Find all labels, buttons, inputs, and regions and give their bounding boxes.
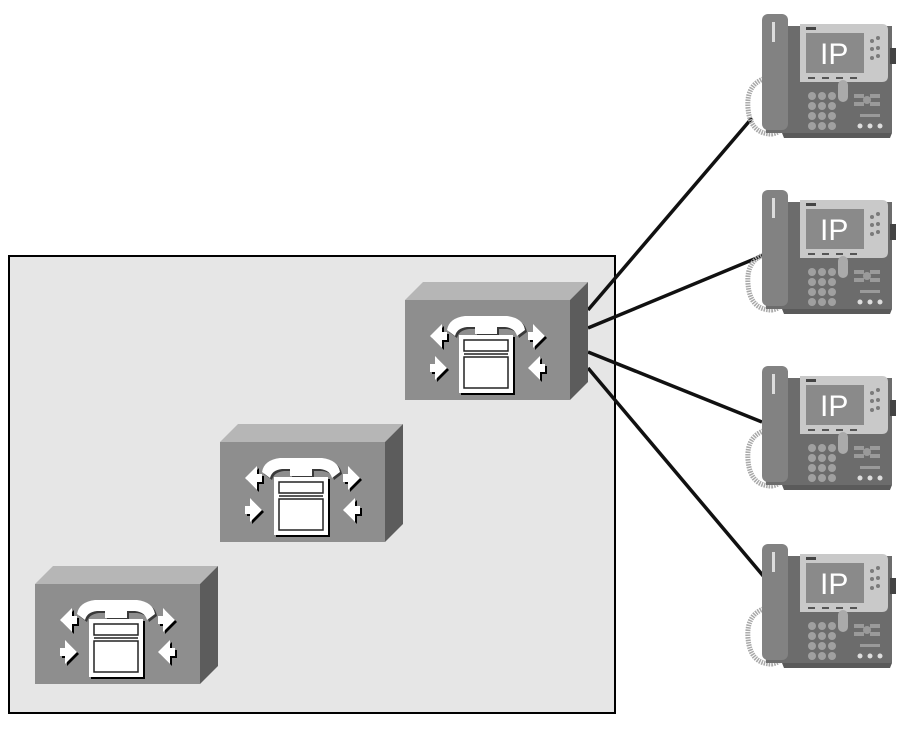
ip-phone-label: IP: [820, 38, 848, 71]
ip-phone-4: IP: [748, 544, 896, 668]
link-server1-phone3: [587, 350, 763, 424]
link-server1-phone2: [587, 253, 765, 330]
links: [586, 116, 767, 580]
ip-phone-2: IP: [748, 190, 896, 314]
link-server1-phone1: [586, 116, 754, 312]
call-manager-server-3: [34, 565, 219, 685]
ip-phone-label: IP: [820, 390, 848, 423]
link-server1-phone4: [586, 366, 767, 580]
ip-phone-3: IP: [748, 366, 896, 490]
ip-phone-label: IP: [820, 214, 848, 247]
call-manager-server-2: [219, 423, 404, 543]
ip-phone-label: IP: [820, 568, 848, 601]
ip-phone-1: IP: [748, 14, 896, 138]
call-manager-server-1: [404, 281, 589, 401]
